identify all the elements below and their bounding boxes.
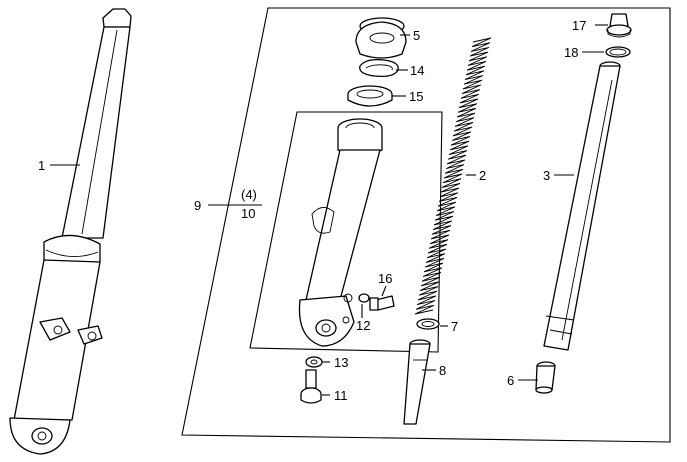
callout-7: 7	[451, 319, 458, 334]
parts-frame	[181, 7, 671, 443]
callout-17: 17	[572, 18, 586, 33]
sealing-washer-part	[305, 356, 323, 368]
back-up-ring-part	[416, 318, 440, 330]
callout-1: 1	[38, 158, 45, 173]
callout-2: 2	[479, 168, 486, 183]
drain-washer-part	[358, 293, 370, 303]
callout-5: 5	[413, 28, 420, 43]
callout-3: 3	[543, 168, 550, 183]
callout-13: 13	[334, 355, 348, 370]
callout-12: 12	[356, 318, 370, 333]
callout-18: 18	[564, 45, 578, 60]
piston-bottom-part	[535, 361, 556, 394]
fork-spring-part	[414, 37, 492, 315]
oil-seal-part	[347, 85, 393, 107]
callout-11: 11	[334, 388, 348, 403]
callout-16: 16	[378, 271, 392, 286]
callout-6: 6	[507, 373, 514, 388]
fork-piston-part	[403, 339, 431, 425]
leader-lines	[50, 24, 608, 396]
socket-bolt-part	[300, 369, 322, 404]
callout-labels: 1 9 (4) 10 5 14 15 2 3 7 8 6 13 11 16 12…	[38, 18, 586, 403]
callout-10: 10	[241, 206, 255, 221]
oil-seal-clip-part	[359, 58, 399, 78]
fork-bolt-part	[606, 13, 632, 38]
fork-pipe-part	[543, 61, 621, 351]
fork-leg-assembly	[9, 8, 132, 455]
callout-9: 9	[194, 198, 201, 213]
callout-15: 15	[409, 89, 423, 104]
drain-bolt-part	[369, 295, 395, 311]
bottom-case-part	[298, 118, 383, 347]
callout-case-qty: (4)	[241, 187, 257, 202]
bottom-case-frame	[249, 111, 443, 353]
dust-seal-part	[355, 17, 407, 59]
callout-14: 14	[410, 63, 424, 78]
callout-8: 8	[439, 363, 446, 378]
